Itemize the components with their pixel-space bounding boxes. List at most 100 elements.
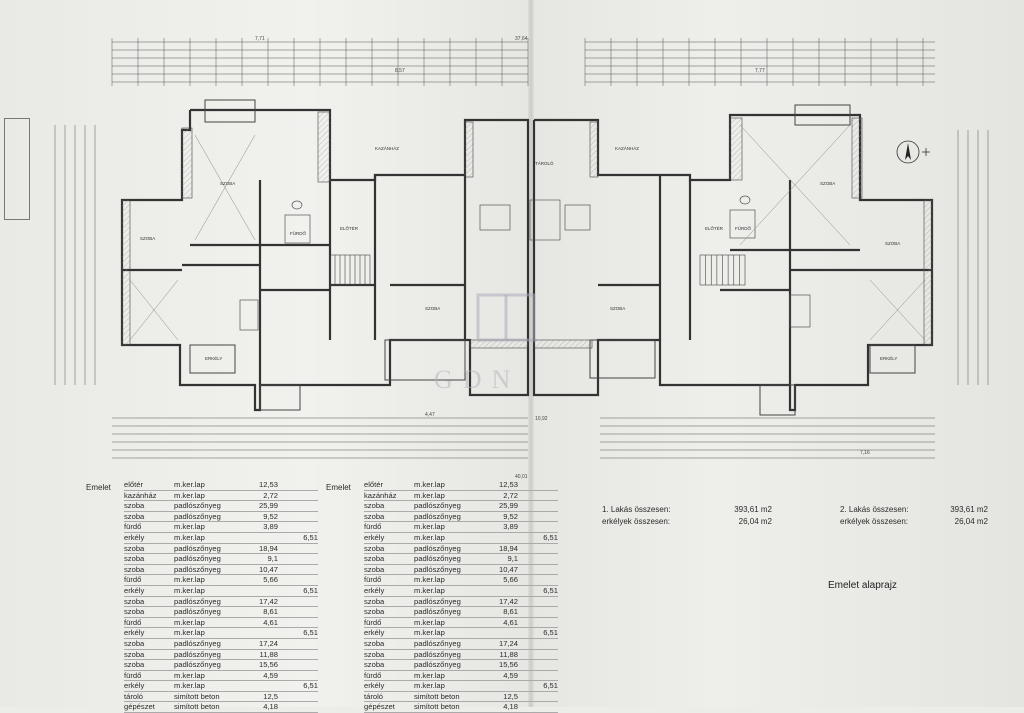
schedule-cell-floor: m.ker.lap bbox=[174, 585, 205, 595]
label-room-5: SZOBA bbox=[425, 306, 440, 311]
schedule-cell-room: erkély bbox=[124, 585, 145, 595]
schedule-cell-floor: padlószőnyeg bbox=[174, 564, 221, 574]
schedule-cell-area: 9,1 bbox=[507, 554, 518, 564]
schedule-cell-area bbox=[246, 628, 278, 638]
schedule-cell-floor: m.ker.lap bbox=[174, 670, 205, 680]
top-dimension-chains bbox=[112, 41, 935, 83]
schedule-cell-area: 25,99 bbox=[498, 501, 518, 511]
schedule-cell-balcony bbox=[518, 618, 558, 628]
schedule-cell-room: fürdő bbox=[364, 522, 382, 532]
schedule-cell-floor: m.ker.lap bbox=[414, 480, 445, 489]
schedule-cell-area: 2,72 bbox=[503, 490, 518, 500]
label-room-6: SZOBA bbox=[610, 306, 625, 311]
schedule-cell-room: szoba bbox=[124, 501, 145, 511]
schedule-cell-room: szoba bbox=[364, 554, 385, 564]
label-room-2: SZOBA bbox=[820, 181, 835, 186]
schedule-cell-area: 8,61 bbox=[263, 607, 278, 617]
dim-bottom-right: 7,16 bbox=[860, 450, 870, 456]
schedule-cell-room: fürdő bbox=[364, 617, 382, 627]
schedule-cell-balcony bbox=[518, 491, 558, 501]
schedule-cell-balcony bbox=[278, 565, 318, 575]
schedule-cell-area: 12,53 bbox=[258, 480, 278, 489]
schedule-cell-balcony: 6,51 bbox=[303, 532, 318, 542]
schedule-cell-floor: padlószőnyeg bbox=[174, 596, 221, 606]
schedule-cell-balcony bbox=[518, 639, 558, 649]
schedule-cell-floor: simított beton bbox=[174, 691, 220, 701]
schedule-cell-balcony bbox=[518, 597, 558, 607]
schedule-cell-balcony bbox=[278, 702, 318, 712]
schedule-cell-area: 12,5 bbox=[263, 691, 278, 701]
schedule-cell-floor: padlószőnyeg bbox=[414, 607, 461, 617]
schedule-cell-room: gépészet bbox=[364, 702, 395, 712]
schedule-cell-room: szoba bbox=[124, 554, 145, 564]
schedule-cell-area: 18,94 bbox=[498, 543, 518, 553]
schedule-cell-floor: m.ker.lap bbox=[414, 522, 445, 532]
schedule-cell-balcony bbox=[518, 544, 558, 554]
dim-top-left: 8,57 bbox=[395, 68, 405, 74]
right-unit-hatched-walls bbox=[533, 117, 933, 349]
schedule-cell-floor: padlószőnyeg bbox=[174, 554, 221, 564]
schedule-cell-floor: simított beton bbox=[414, 691, 460, 701]
schedule-cell-area bbox=[486, 533, 518, 543]
dim-top-mid: 7,71 bbox=[255, 36, 265, 42]
schedule-cell-room: erkély bbox=[364, 628, 385, 638]
schedule-cell-floor: padlószőnyeg bbox=[174, 638, 221, 648]
schedule-cell-area: 4,61 bbox=[263, 617, 278, 627]
schedule-cell-room: fürdő bbox=[124, 617, 142, 627]
dim-bottom-left: 4,47 bbox=[425, 412, 435, 418]
dim-bottom-mid: 10,92 bbox=[535, 416, 548, 422]
schedule-cell-room: szoba bbox=[364, 543, 385, 553]
schedule-cell-room: szoba bbox=[124, 649, 145, 659]
schedule-cell-area bbox=[246, 533, 278, 543]
schedule-cell-room: erkély bbox=[124, 532, 145, 542]
schedule-cell-room: tároló bbox=[364, 691, 383, 701]
schedule-cell-balcony bbox=[278, 491, 318, 501]
schedule-cell-floor: padlószőnyeg bbox=[414, 649, 461, 659]
schedule-cell-balcony bbox=[278, 512, 318, 522]
schedule-cell-balcony bbox=[518, 512, 558, 522]
schedule-cell-room: szoba bbox=[124, 543, 145, 553]
schedule-cell-room: fürdő bbox=[364, 670, 382, 680]
schedule-cell-room: szoba bbox=[124, 564, 145, 574]
schedule-cell-floor: m.ker.lap bbox=[414, 617, 445, 627]
schedule-cell-area: 18,94 bbox=[258, 543, 278, 553]
schedule-cell-floor: m.ker.lap bbox=[174, 522, 205, 532]
unit2-balcony-value: 26,04 m2 bbox=[954, 516, 988, 526]
schedule-cell-area: 9,52 bbox=[503, 511, 518, 521]
unit1-balcony-label: erkélyek összesen: bbox=[602, 516, 671, 526]
schedule-cell-room: erkély bbox=[364, 681, 385, 691]
schedule-cell-floor: m.ker.lap bbox=[414, 628, 445, 638]
bottom-dimension-chains bbox=[112, 417, 935, 459]
schedule-cell-area: 17,42 bbox=[258, 596, 278, 606]
bathroom-fixtures bbox=[239, 195, 811, 331]
schedule-cell-area: 4,18 bbox=[263, 702, 278, 712]
schedule-cell-balcony bbox=[518, 671, 558, 681]
paper-fold bbox=[528, 0, 534, 707]
drawing-caption: Emelet alaprajz bbox=[828, 580, 897, 591]
schedule-cell-floor: m.ker.lap bbox=[174, 532, 205, 542]
schedule-cell-balcony: 6,51 bbox=[303, 628, 318, 638]
dim-top-right: 7,77 bbox=[755, 68, 765, 74]
schedule-cell-floor: m.ker.lap bbox=[174, 628, 205, 638]
schedule-cell-floor: padlószőnyeg bbox=[414, 543, 461, 553]
schedule-cell-balcony bbox=[278, 597, 318, 607]
